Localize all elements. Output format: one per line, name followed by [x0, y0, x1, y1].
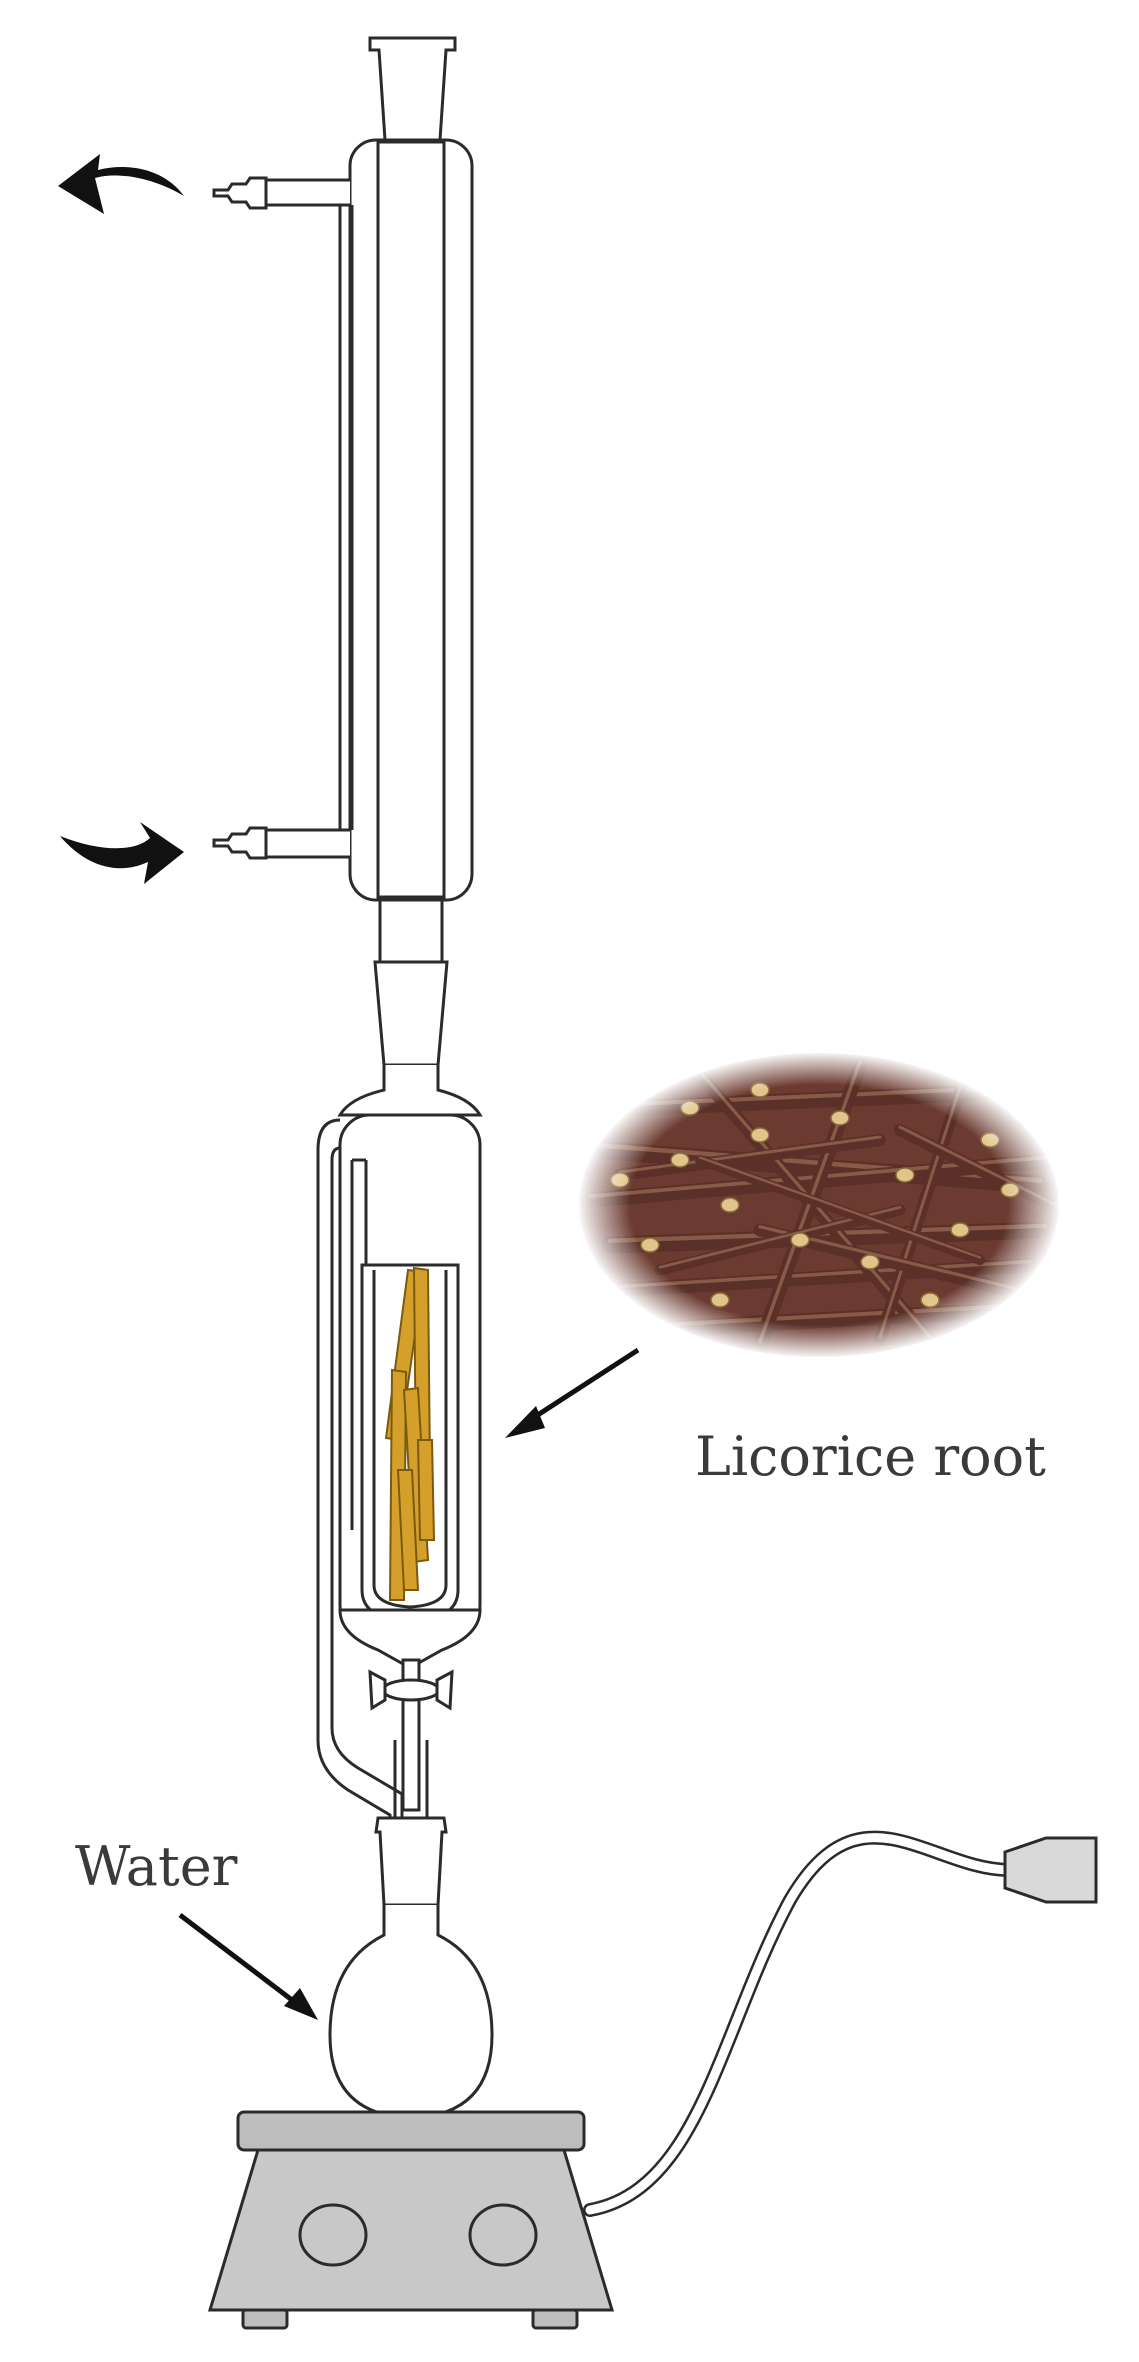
arrow-curved-left-icon — [58, 154, 184, 214]
stopcock-handle[interactable] — [368, 1669, 454, 1711]
return-tube — [393, 1740, 429, 1820]
stopcock-key[interactable] — [381, 1678, 441, 1702]
arrow-straight-icon — [178, 1913, 318, 2020]
hot-plate-stirrer — [207, 2110, 615, 2330]
thimble-inner-line — [372, 1270, 448, 1609]
arrow-curved-right-icon — [60, 822, 184, 884]
licorice-sticks — [384, 1266, 436, 1601]
cable-inner — [585, 1833, 1015, 2215]
condenser-top-joint — [368, 36, 457, 142]
plug-icon — [1003, 1836, 1098, 1904]
extractor-bottom-taper — [338, 1608, 482, 1667]
flask-bulb — [328, 1905, 494, 2120]
flask-joint — [374, 1816, 448, 1907]
extractor-shoulder — [337, 1065, 483, 1117]
condenser-inner-tube — [376, 140, 446, 899]
siphon-arm — [316, 1118, 404, 1840]
licorice-root-photo — [577, 1051, 1061, 1359]
control-knob-left[interactable] — [298, 2203, 368, 2267]
control-knob-right[interactable] — [468, 2203, 538, 2267]
arrow-straight-icon — [505, 1347, 640, 1438]
root-stick — [396, 1469, 420, 1591]
condenser-inlet-nozzle — [264, 828, 350, 859]
condenser-lower-neck — [378, 898, 444, 964]
condenser-water-jacket — [348, 138, 474, 902]
round-bottom-flask — [328, 1816, 494, 2120]
cable-outer — [583, 1830, 1017, 2217]
hot-plate-foot-left — [241, 2308, 289, 2330]
condenser — [212, 36, 474, 1067]
hot-plate-foot-right — [531, 2308, 579, 2330]
licorice-root-label: Licorice root — [695, 1425, 1046, 1488]
condenser-bypass-pipe — [338, 205, 354, 830]
root-stick — [416, 1439, 436, 1541]
extractor-top-joint — [373, 960, 449, 1067]
condenser-outlet-nozzle — [264, 178, 350, 207]
power-cable — [583, 1830, 1017, 2217]
condenser-inlet-barb — [212, 826, 268, 860]
hot-plate-top — [236, 2110, 586, 2152]
hot-plate-body — [207, 2148, 615, 2312]
water-label: Water — [75, 1835, 238, 1898]
condenser-outlet-barb — [212, 176, 268, 210]
